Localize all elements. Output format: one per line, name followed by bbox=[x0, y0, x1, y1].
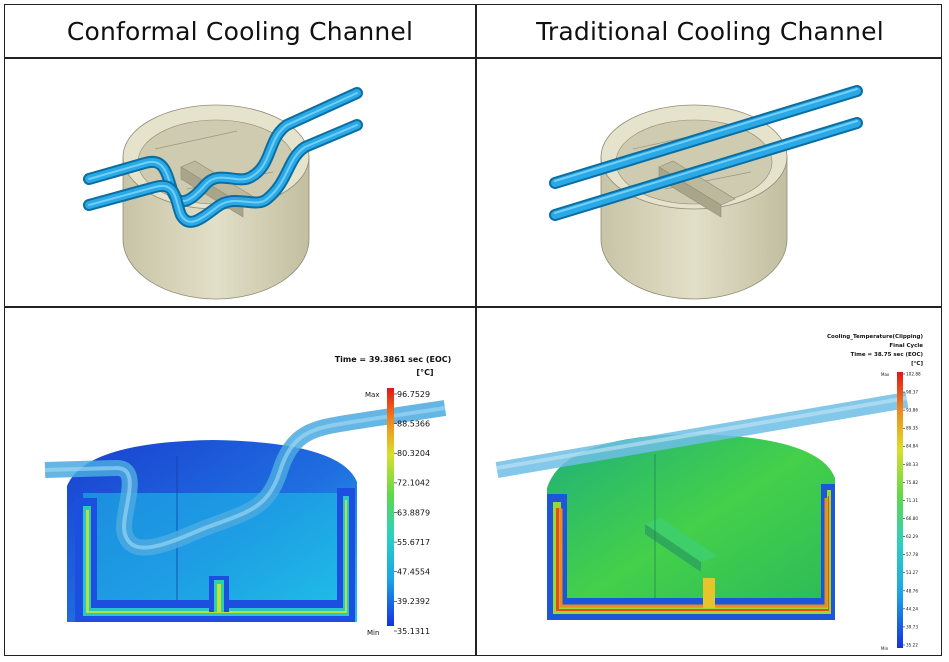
conformal-model-cell bbox=[5, 59, 475, 306]
column-divider bbox=[475, 5, 477, 655]
traditional-min-label: Min bbox=[881, 646, 889, 651]
scale-tick-label: 75.82 bbox=[906, 480, 918, 485]
conformal-time-label: Time = 39.3861 sec (EOC) bbox=[335, 355, 452, 364]
traditional-color-scale bbox=[897, 372, 903, 648]
traditional-temperature-plot: Cooling_Temperature(Clipping) Final Cycl… bbox=[495, 334, 923, 651]
scale-tick-label: 47.4554 bbox=[397, 568, 430, 577]
traditional-time-label: Time = 38.75 sec (EOC) bbox=[850, 352, 923, 358]
scale-tick-label: 98.37 bbox=[906, 390, 918, 395]
scale-tick-label: 39.73 bbox=[906, 624, 918, 629]
scale-tick-label: 88.5366 bbox=[397, 419, 430, 428]
conformal-simulation-cell: Time = 39.3861 sec (EOC) [°C] Max Min 96… bbox=[5, 308, 475, 656]
scale-tick-label: 62.29 bbox=[906, 534, 918, 539]
traditional-unit-label: [°C] bbox=[911, 361, 923, 367]
row-divider bbox=[5, 306, 941, 308]
scale-tick-label: 93.86 bbox=[906, 408, 918, 413]
traditional-header: Traditional Cooling Channel bbox=[536, 16, 884, 46]
scale-tick-label: 44.24 bbox=[906, 606, 918, 611]
conformal-unit-label: [°C] bbox=[416, 368, 433, 377]
scale-tick-label: 96.7529 bbox=[397, 390, 430, 399]
traditional-max-label: Max bbox=[881, 372, 890, 377]
scale-tick-label: 53.27 bbox=[906, 570, 918, 575]
scale-tick-label: 80.33 bbox=[906, 462, 918, 467]
scale-tick-label: 89.35 bbox=[906, 426, 918, 431]
conformal-model-illustration bbox=[83, 87, 363, 300]
scale-tick-label: 57.78 bbox=[906, 552, 918, 557]
traditional-scale-ticks: 102.88 98.37 93.86 89.35 84.84 80.33 75.82 71.3… bbox=[903, 371, 921, 647]
scale-tick-label: 63.8879 bbox=[397, 508, 430, 517]
conformal-color-scale bbox=[387, 388, 394, 626]
scale-tick-label: 39.2392 bbox=[397, 597, 430, 606]
traditional-legend-subtitle: Final Cycle bbox=[889, 343, 923, 349]
scale-tick-label: 71.31 bbox=[906, 498, 918, 503]
traditional-legend-title: Cooling_Temperature(Clipping) bbox=[827, 334, 923, 340]
conformal-header: Conformal Cooling Channel bbox=[66, 16, 414, 46]
scale-tick-label: 48.76 bbox=[906, 588, 918, 593]
scale-tick-label: 35.22 bbox=[906, 642, 918, 647]
scale-tick-label: 72.1042 bbox=[397, 479, 430, 488]
scale-tick-label: 55.6717 bbox=[397, 538, 430, 547]
scale-tick-label: 66.80 bbox=[906, 516, 918, 521]
scale-tick-label: 102.88 bbox=[906, 371, 921, 376]
scale-tick-label: 80.3204 bbox=[397, 449, 430, 458]
traditional-model-illustration bbox=[549, 85, 863, 300]
header-divider bbox=[5, 57, 941, 59]
conformal-temperature-plot: Time = 39.3861 sec (EOC) [°C] Max Min 96… bbox=[44, 355, 452, 637]
conformal-scale-ticks: 96.7529 88.5366 80.3204 72.1042 63.8879 55.67… bbox=[394, 390, 430, 636]
conformal-min-label: Min bbox=[367, 629, 379, 637]
traditional-simulation-cell: Cooling_Temperature(Clipping) Final Cycl… bbox=[477, 308, 943, 656]
scale-tick-label: 84.84 bbox=[906, 444, 918, 449]
conformal-max-label: Max bbox=[365, 391, 379, 399]
comparison-grid: Conformal Cooling Channel Traditional Co… bbox=[4, 4, 942, 656]
scale-tick-label: 35.1311 bbox=[397, 627, 430, 636]
traditional-model-cell bbox=[477, 59, 943, 306]
